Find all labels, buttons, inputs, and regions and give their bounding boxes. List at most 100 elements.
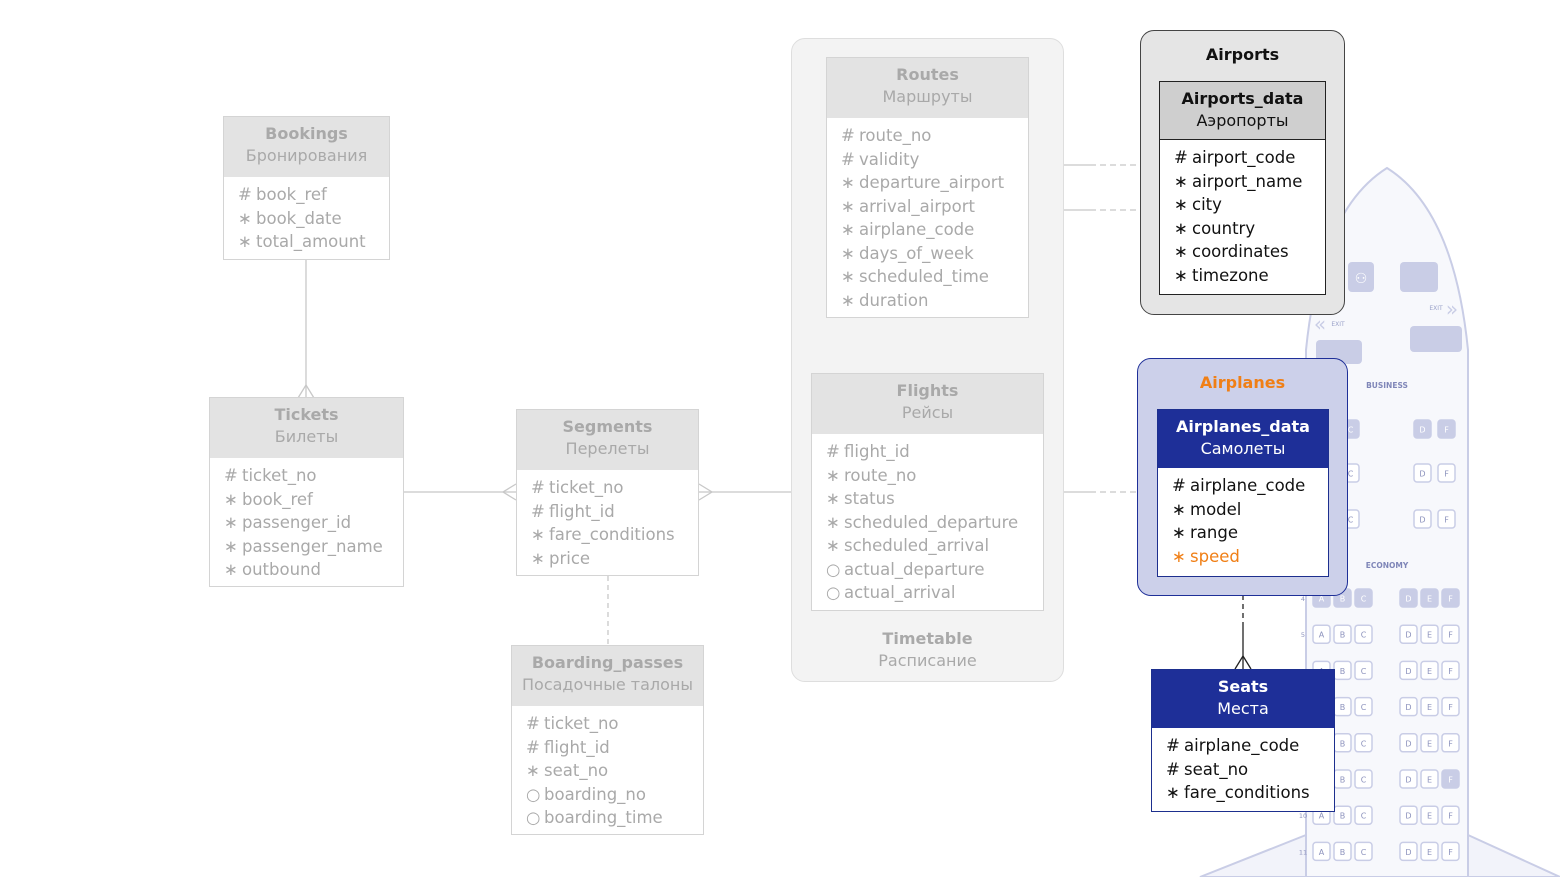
key-marker-icon: # xyxy=(238,185,252,204)
entity-seats: Seats Места #airplane_code#seat_no∗fare_… xyxy=(1151,669,1335,812)
economy-seat xyxy=(1441,805,1460,825)
attribute-row: ∗city xyxy=(1174,193,1325,217)
attribute-row: #ticket_no xyxy=(526,712,703,736)
entity-airplanes-data-ru: Самолеты xyxy=(1200,439,1286,458)
economy-seat xyxy=(1420,696,1439,717)
seat-label: A xyxy=(1319,812,1325,821)
economy-seat xyxy=(1354,624,1373,644)
attribute-name: route_no xyxy=(844,465,917,485)
entity-tickets: Tickets Билеты #ticket_no∗book_ref∗passe… xyxy=(209,397,404,587)
business-seat xyxy=(1437,463,1456,483)
seat-label: D xyxy=(1405,667,1411,676)
attribute-name: departure_airport xyxy=(859,173,1005,192)
seat-label: F xyxy=(1448,667,1453,676)
mandatory-marker-icon: ∗ xyxy=(841,290,855,310)
seat-label: C xyxy=(1348,516,1354,525)
attribute-name: book_ref xyxy=(256,185,327,204)
attribute-row: ∗seat_no xyxy=(526,759,703,783)
economy-seat xyxy=(1354,733,1373,753)
entity-tickets-attrs: #ticket_no∗book_ref∗passenger_id∗passeng… xyxy=(210,458,403,582)
attribute-name: ticket_no xyxy=(549,478,624,497)
economy-seat xyxy=(1354,696,1373,717)
economy-seat xyxy=(1354,841,1373,862)
entity-airports-data-attrs: #airport_code∗airport_name∗city∗country∗… xyxy=(1160,140,1325,287)
attribute-row: ∗scheduled_arrival xyxy=(826,534,1043,558)
group-airports-title: Airports xyxy=(1205,45,1280,64)
crowfoot-seats xyxy=(1234,654,1252,670)
economy-seat xyxy=(1333,841,1352,862)
entity-airplanes-data: Airplanes_data Самолеты #airplane_code∗m… xyxy=(1157,409,1329,577)
economy-seat xyxy=(1420,841,1439,862)
seat-label: D xyxy=(1405,848,1411,857)
economy-seat xyxy=(1333,624,1352,644)
galley-block-left xyxy=(1348,262,1374,292)
seat-label: E xyxy=(1427,848,1432,857)
entity-bookings: Bookings Бронирования #book_ref∗book_dat… xyxy=(223,116,390,260)
economy-seat xyxy=(1420,805,1439,825)
entity-segments-name: Segments xyxy=(562,417,653,436)
attribute-name: fare_conditions xyxy=(549,525,675,544)
attribute-row: ○actual_departure xyxy=(826,558,1043,582)
economy-seat xyxy=(1420,733,1439,753)
key-marker-icon: # xyxy=(841,126,855,145)
attribute-row: ○boarding_no xyxy=(526,783,703,807)
economy-seat xyxy=(1312,624,1331,644)
attribute-row: #flight_id xyxy=(826,440,1043,464)
key-marker-icon: # xyxy=(224,466,238,485)
entity-routes-ru: Маршруты xyxy=(882,87,973,106)
attribute-name: route_no xyxy=(859,126,932,145)
group-airplanes-title: Airplanes xyxy=(1199,373,1286,392)
attribute-row: ∗status xyxy=(826,487,1043,511)
entity-airports-data: Airports_data Аэропорты #airport_code∗ai… xyxy=(1159,81,1326,295)
seat-label: F xyxy=(1448,631,1453,640)
business-seat xyxy=(1413,509,1432,529)
entity-boarding-passes-ru: Посадочные талоны xyxy=(522,675,693,694)
economy-seat xyxy=(1354,660,1373,681)
entity-seats-attrs: #airplane_code#seat_no∗fare_conditions xyxy=(1152,728,1334,805)
entity-segments: Segments Перелеты #ticket_no#flight_id∗f… xyxy=(516,409,699,576)
attribute-name: outbound xyxy=(242,560,321,579)
crowfoot-segments-left xyxy=(501,483,517,501)
entity-boarding-passes-attrs: #ticket_no#flight_id∗seat_no○boarding_no… xyxy=(512,706,703,830)
mandatory-marker-icon: ∗ xyxy=(826,465,840,485)
economy-label: ECONOMY xyxy=(1366,561,1409,570)
mandatory-marker-icon: ∗ xyxy=(1174,242,1188,261)
attribute-name: seat_no xyxy=(1184,759,1249,779)
attribute-name: scheduled_arrival xyxy=(844,536,990,555)
attribute-name: boarding_no xyxy=(544,784,646,804)
exit-chevron-left-icon: « xyxy=(1314,312,1326,336)
attribute-name: country xyxy=(1192,218,1256,238)
entity-flights-name: Flights xyxy=(896,381,959,400)
seat-label: C xyxy=(1348,470,1354,479)
attribute-row: ∗range xyxy=(1172,521,1328,545)
mandatory-marker-icon: ∗ xyxy=(826,512,840,532)
entity-bookings-name: Bookings xyxy=(265,124,348,143)
economy-seat xyxy=(1441,733,1460,753)
restroom-icon: ⚇ xyxy=(1355,271,1368,287)
attribute-name: passenger_id xyxy=(242,513,352,532)
mandatory-marker-icon: ∗ xyxy=(224,513,238,532)
row-number: 11 xyxy=(1299,848,1307,856)
attribute-name: speed xyxy=(1190,546,1240,566)
airplane-wing-left xyxy=(1199,833,1307,877)
exit-label-right: EXIT xyxy=(1429,305,1443,312)
seat-label: F xyxy=(1448,848,1453,857)
attribute-row: ∗timezone xyxy=(1174,264,1325,288)
row-number: 4 xyxy=(1301,595,1305,603)
mandatory-marker-icon: ∗ xyxy=(841,173,855,192)
economy-seat xyxy=(1420,769,1439,789)
attribute-name: ticket_no xyxy=(242,466,317,485)
attribute-row: ∗days_of_week xyxy=(841,242,1028,266)
seat-label: A xyxy=(1319,848,1325,857)
group-timetable-title: Timetable xyxy=(882,629,973,648)
seat-label: C xyxy=(1361,703,1367,712)
crowfoot-segments-right xyxy=(698,483,714,501)
attribute-row: #ticket_no xyxy=(224,464,403,488)
group-timetable-subtitle: Расписание xyxy=(878,651,977,670)
seat-label: F xyxy=(1448,776,1453,785)
entity-tickets-ru: Билеты xyxy=(274,427,339,446)
seat-label: F xyxy=(1448,703,1453,712)
attribute-row: ∗arrival_airport xyxy=(841,195,1028,219)
economy-seat xyxy=(1399,769,1418,789)
economy-seat xyxy=(1312,841,1331,862)
